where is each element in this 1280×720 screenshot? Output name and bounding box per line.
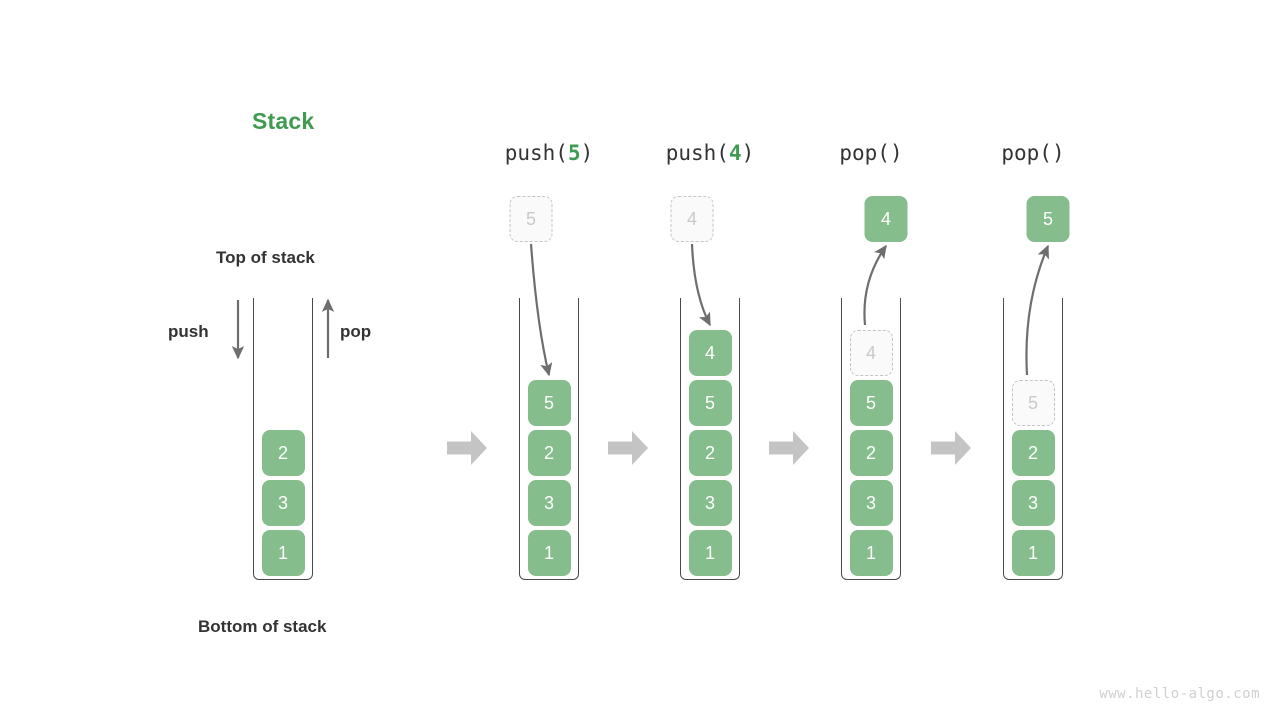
stack-cell: 1 — [1011, 530, 1055, 576]
stack-cell: 3 — [261, 480, 305, 526]
popped-element: 4 — [864, 196, 908, 242]
stack-cell: 1 — [688, 530, 732, 576]
stack-cell: 5 — [527, 380, 571, 426]
stack-cell: 1 — [261, 530, 305, 576]
stack-cell-ghost: 5 — [1011, 380, 1055, 426]
stack-cell: 5 — [688, 380, 732, 426]
step-op-header: pop() — [839, 141, 903, 165]
top-of-stack-label: Top of stack — [216, 248, 315, 267]
stack-cell: 2 — [261, 430, 305, 476]
step-op-header: push(4) — [665, 141, 755, 165]
stack-cell: 3 — [688, 480, 732, 526]
stack-cell: 3 — [849, 480, 893, 526]
step-op-argument: 5 — [567, 141, 581, 165]
popped-element: 5 — [1026, 196, 1070, 242]
stack-cell: 1 — [849, 530, 893, 576]
stack-cell: 5 — [849, 380, 893, 426]
stack-cell-ghost: 4 — [849, 330, 893, 376]
watermark: www.hello-algo.com — [1099, 686, 1260, 702]
stack-cell: 3 — [1011, 480, 1055, 526]
step-flow-arrow — [447, 431, 487, 465]
stack-cell: 1 — [527, 530, 571, 576]
step-flow-arrow — [769, 431, 809, 465]
step-flow-arrow — [608, 431, 648, 465]
step-op-header: pop() — [1001, 141, 1065, 165]
push-label: push — [168, 322, 209, 341]
stack-cell: 2 — [527, 430, 571, 476]
bottom-of-stack-label: Bottom of stack — [198, 617, 327, 636]
stack-cell: 4 — [688, 330, 732, 376]
stack-cell: 2 — [1011, 430, 1055, 476]
step-flow-arrow — [931, 431, 971, 465]
step-op-argument: 4 — [728, 141, 742, 165]
stack-cell: 2 — [688, 430, 732, 476]
incoming-element: 4 — [670, 196, 714, 242]
step-op-header: push(5) — [504, 141, 594, 165]
stack-cell: 2 — [849, 430, 893, 476]
incoming-element: 5 — [509, 196, 553, 242]
pop-label: pop — [340, 322, 372, 341]
stack-cell: 3 — [527, 480, 571, 526]
page-title: Stack — [252, 108, 315, 134]
